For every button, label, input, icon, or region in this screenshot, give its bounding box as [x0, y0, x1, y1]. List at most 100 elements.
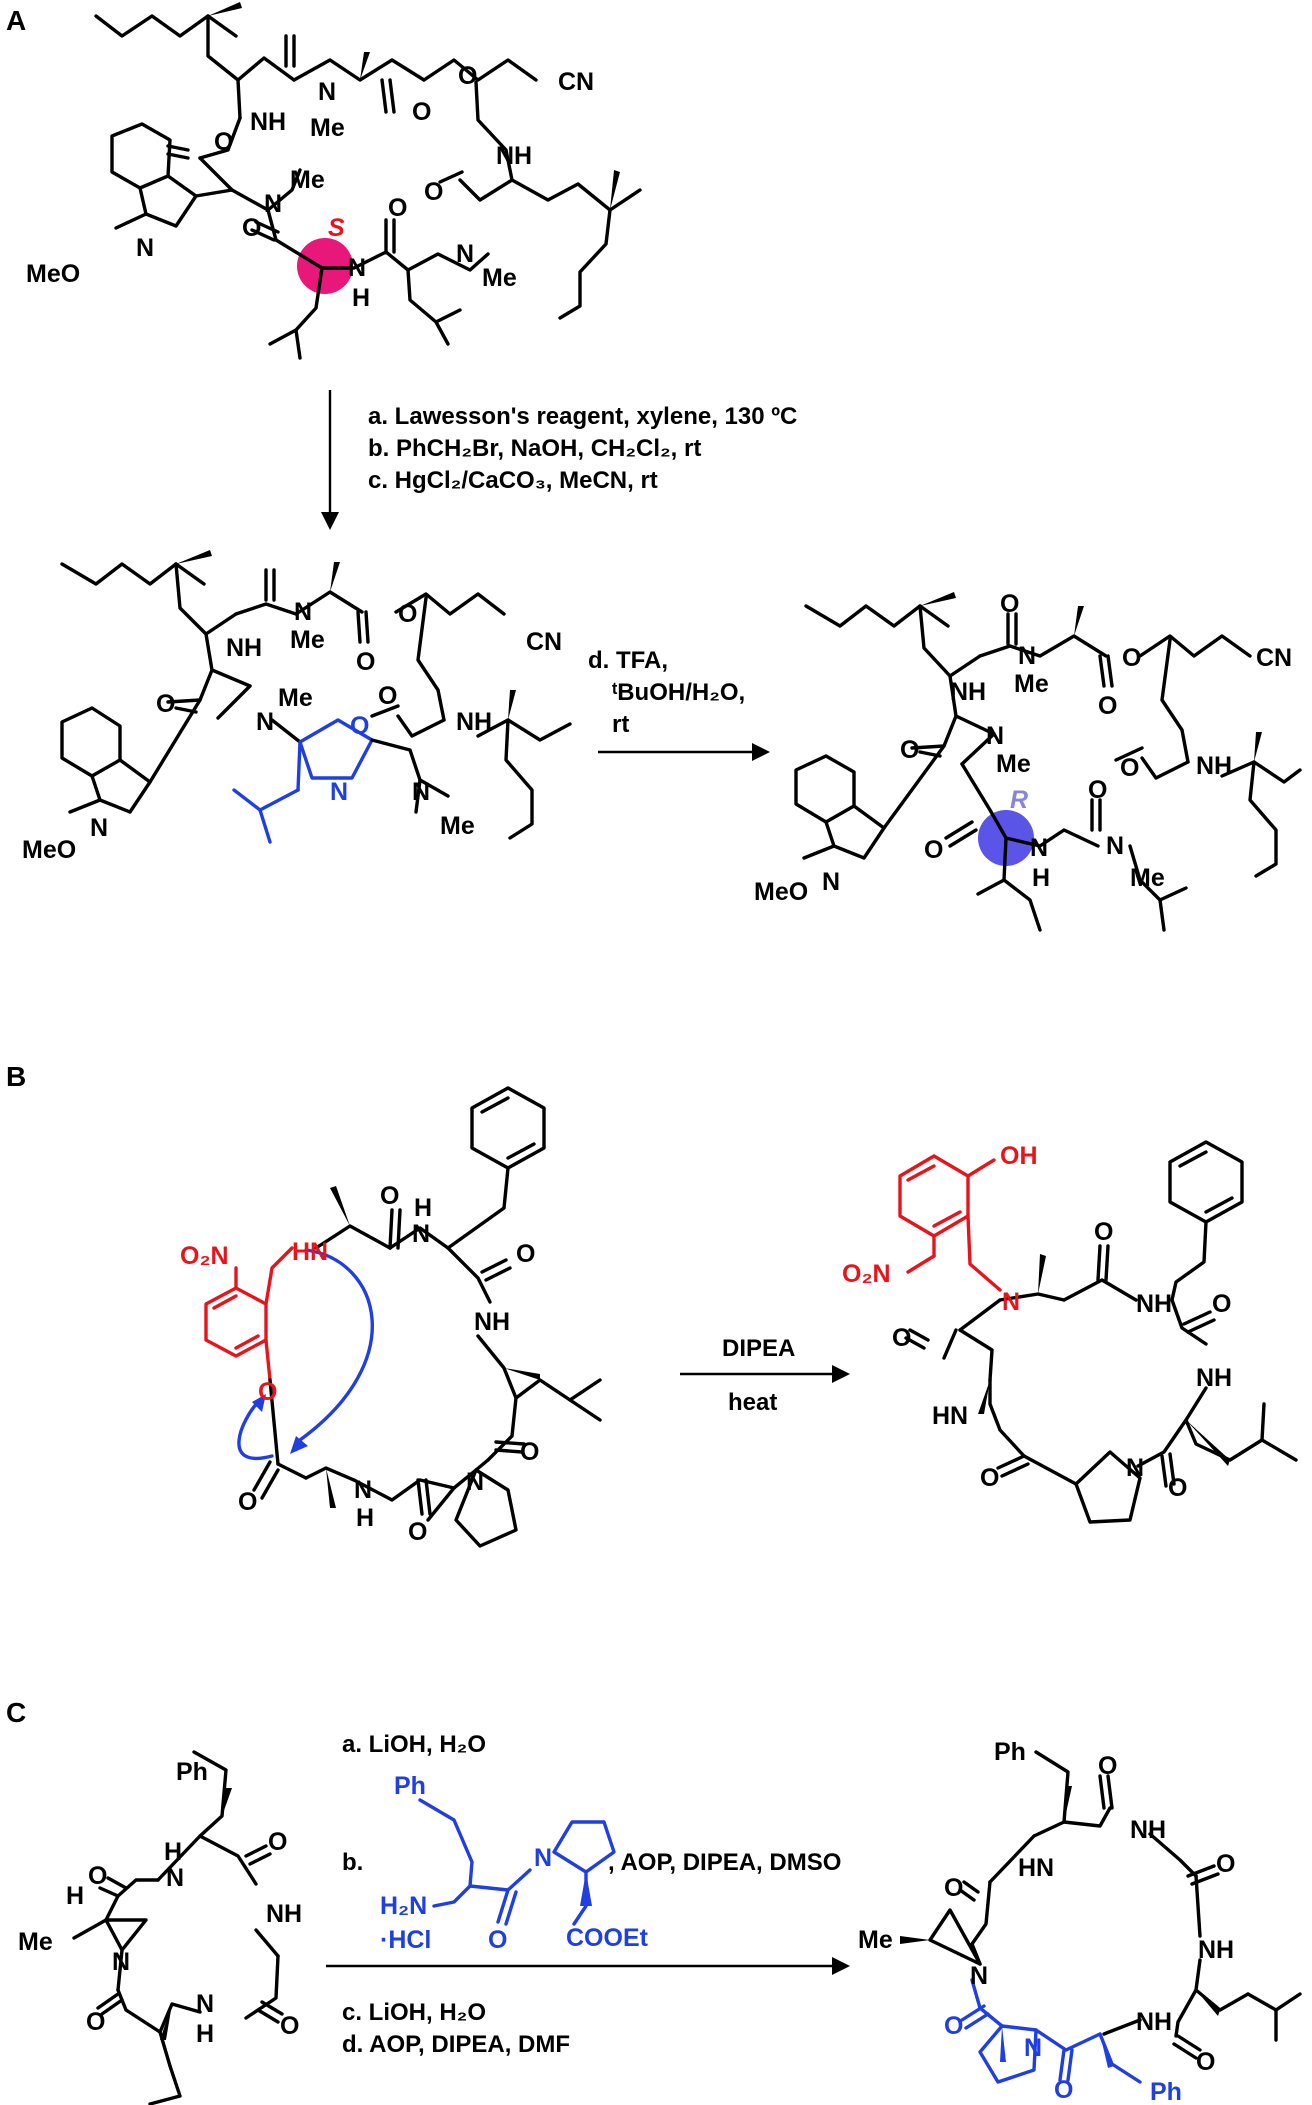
label-n-reagent: N — [534, 1844, 552, 1872]
label-o-13: O — [1122, 644, 1141, 672]
label-o-4: O — [388, 194, 407, 222]
label-o-blue-2: O — [1054, 2076, 1073, 2104]
label-cn-2: CN — [526, 628, 562, 656]
label-hn-1: HN — [932, 1402, 968, 1430]
label-o-26: O — [980, 1464, 999, 1492]
label-oxazole-o: O — [350, 712, 369, 740]
label-n-8: N — [256, 708, 274, 736]
label-o-5: O — [242, 214, 261, 242]
panel-c-product-labels: Ph O NH O NH O HN O N Me O N O NH Ph — [858, 1738, 1235, 2105]
label-n-4: N — [264, 190, 282, 218]
label-me-9: Me — [996, 750, 1031, 778]
panel-a-cond-b: b. PhCH₂Br, NaOH, CH₂Cl₂, rt — [368, 435, 701, 462]
label-o2n-red-1: O₂N — [180, 1242, 229, 1270]
label-ph-2: Ph — [994, 1738, 1026, 1766]
label-n-3: N — [348, 254, 366, 282]
label-ph-blue: Ph — [1150, 2078, 1182, 2105]
label-n-7: N — [412, 778, 430, 806]
panel-a-cond-a: a. Lawesson's reagent, xylene, 130 ºC — [368, 403, 797, 430]
label-n-20: N — [112, 1948, 130, 1976]
panel-b-temp: heat — [728, 1389, 777, 1416]
label-o-22: O — [238, 1488, 257, 1516]
panel-a-label: A — [6, 5, 26, 36]
label-me-3: Me — [290, 166, 325, 194]
panel-b-starting-material — [204, 1086, 602, 1548]
label-meo-3: MeO — [754, 878, 808, 906]
label-nh-13: NH — [1136, 2008, 1172, 2036]
label-nh-7: NH — [474, 1308, 510, 1336]
label-h-4: H — [356, 1504, 374, 1532]
label-o-6: O — [214, 128, 233, 156]
label-n-9: N — [90, 814, 108, 842]
stereo-label-s: S — [328, 214, 345, 242]
panel-c-cond-c: c. LiOH, H₂O — [342, 1999, 486, 2026]
label-o-33: O — [1216, 1850, 1235, 1878]
panel-c-cond-a: a. LiOH, H₂O — [342, 1731, 486, 1758]
panel-b-product-labels: O NH O NH O N O HN O N OH O₂N — [842, 1142, 1232, 1502]
label-o-9: O — [378, 682, 397, 710]
panel-c-cond-d: d. AOP, DIPEA, DMF — [342, 2031, 570, 2058]
stereocenter-s-highlight — [297, 238, 353, 294]
label-nh-6: NH — [1196, 752, 1232, 780]
label-o-27: O — [892, 1324, 911, 1352]
label-ph-1: Ph — [176, 1758, 208, 1786]
panel-b-label: B — [6, 1061, 26, 1092]
label-nh-9: NH — [1196, 1364, 1232, 1392]
label-nh-10: NH — [266, 1900, 302, 1928]
panel-a-cond-d3: rt — [612, 711, 629, 738]
label-o-11: O — [1000, 590, 1019, 618]
label-nh-11: NH — [1130, 1816, 1166, 1844]
label-nh-1: NH — [250, 108, 286, 136]
label-me-4: Me — [290, 626, 325, 654]
label-o-34: O — [1196, 2048, 1215, 2076]
label-o-19: O — [516, 1240, 535, 1268]
panel-a-cond-d2: ᵗBuOH/H₂O, — [612, 679, 745, 706]
label-o-16: O — [924, 836, 943, 864]
label-n-6: N — [294, 598, 312, 626]
label-nh-2: NH — [496, 142, 532, 170]
label-meo-2: MeO — [22, 836, 76, 864]
label-cn-1: CN — [558, 68, 594, 96]
label-n-14: N — [822, 868, 840, 896]
label-o-7: O — [356, 648, 375, 676]
label-o-35: O — [944, 1874, 963, 1902]
label-n-10: N — [1018, 642, 1036, 670]
panel-a-intermediate-labels: NH N Me O O CN NH O N Me O N N Me O N Me… — [22, 598, 562, 864]
label-n-19: N — [196, 1990, 214, 2018]
label-n-15: N — [412, 1220, 430, 1248]
label-o-14: O — [1120, 754, 1139, 782]
panel-c-cond-b-suffix: , AOP, DIPEA, DMSO — [608, 1849, 841, 1876]
label-oh-red: OH — [1000, 1142, 1038, 1170]
label-o-17: O — [900, 736, 919, 764]
label-o-8: O — [398, 600, 417, 628]
panel-a-starting-material — [94, 2, 642, 360]
label-me-6: Me — [278, 684, 313, 712]
label-n-12: N — [1030, 834, 1048, 862]
label-n-blue: N — [1024, 2034, 1042, 2062]
label-n-2: N — [456, 240, 474, 268]
label-hn-red: HN — [292, 1238, 328, 1266]
label-o-red: O — [258, 1378, 277, 1406]
label-o2n-red-2: O₂N — [842, 1260, 891, 1288]
panel-c-reagent-structure — [418, 1798, 616, 1926]
label-n-21: N — [166, 1864, 184, 1892]
label-n-18: N — [1126, 1454, 1144, 1482]
panel-a-product — [794, 592, 1302, 932]
label-o-10: O — [156, 690, 175, 718]
label-o-21: O — [408, 1518, 427, 1546]
label-o-blue-1: O — [944, 2012, 963, 2040]
label-ph-reagent: Ph — [394, 1772, 426, 1800]
panel-a-cond-d1: d. TFA, — [588, 647, 668, 674]
label-me-10: Me — [18, 1928, 53, 1956]
panel-c-product — [900, 1750, 1302, 2084]
panel-a-cond-c: c. HgCl₂/CaCO₃, MeCN, rt — [368, 467, 658, 494]
label-n-13: N — [986, 722, 1004, 750]
label-o-15: O — [1088, 776, 1107, 804]
label-o-18: O — [380, 1182, 399, 1210]
label-hn-2: HN — [1018, 1854, 1054, 1882]
label-h-3: H — [414, 1194, 432, 1222]
label-o-12: O — [1098, 692, 1117, 720]
label-o-23: O — [1094, 1218, 1113, 1246]
panel-c-label: C — [6, 1697, 26, 1728]
